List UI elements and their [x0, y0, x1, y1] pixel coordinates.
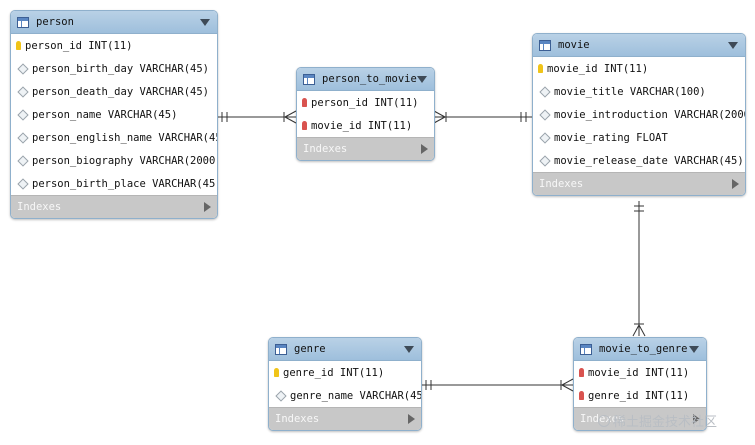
column-row[interactable]: person_death_day VARCHAR(45) [11, 80, 217, 103]
table-header[interactable]: movie [533, 34, 745, 57]
column-label: person_biography VARCHAR(2000) [32, 154, 218, 167]
table-icon [17, 16, 29, 28]
column-row[interactable]: movie_id INT(11) [297, 114, 434, 137]
foreign-key-icon [302, 121, 307, 130]
primary-key-icon [274, 368, 279, 377]
column-diamond-icon [539, 131, 551, 144]
foreign-key-icon [579, 368, 584, 377]
indexes-bar[interactable]: Indexes [269, 407, 421, 430]
table-title: person_to_movie [322, 73, 417, 85]
column-label: movie_title VARCHAR(100) [554, 85, 706, 98]
table-movie-to-genre[interactable]: movie_to_genre movie_id INT(11) genre_id… [573, 337, 707, 431]
expand-arrow-icon[interactable] [732, 179, 739, 189]
column-row[interactable]: genre_id INT(11) [269, 361, 421, 384]
indexes-label: Indexes [539, 178, 584, 190]
table-title: movie_to_genre [599, 343, 688, 355]
watermark: 稀土掘金技术社区 [598, 411, 717, 430]
expand-arrow-icon[interactable] [693, 414, 700, 424]
column-diamond-icon [17, 108, 29, 121]
column-label: genre_id INT(11) [283, 366, 385, 379]
indexes-label: Indexes [17, 201, 62, 213]
column-label: person_birth_day VARCHAR(45) [32, 62, 210, 75]
expand-arrow-icon[interactable] [408, 414, 415, 424]
column-row[interactable]: person_birth_place VARCHAR(45) [11, 172, 217, 195]
table-header[interactable]: person [11, 11, 217, 34]
column-row[interactable]: person_biography VARCHAR(2000) [11, 149, 217, 172]
column-row[interactable]: person_name VARCHAR(45) [11, 103, 217, 126]
indexes-label: Indexes [275, 413, 320, 425]
column-label: person_id INT(11) [311, 96, 419, 109]
column-row[interactable]: movie_rating FLOAT [533, 126, 745, 149]
column-row[interactable]: movie_introduction VARCHAR(2000) [533, 103, 745, 126]
column-label: movie_introduction VARCHAR(2000) [554, 108, 746, 121]
column-diamond-icon [17, 177, 29, 190]
column-diamond-icon [17, 131, 29, 144]
indexes-bar[interactable]: Indexes [11, 195, 217, 218]
table-person[interactable]: person person_id INT(11) person_birth_da… [10, 10, 218, 219]
collapse-arrow-icon[interactable] [200, 18, 210, 26]
column-label: genre_name VARCHAR(45) [290, 389, 422, 402]
column-label: movie_release_date VARCHAR(45) [554, 154, 744, 167]
column-row[interactable]: person_id INT(11) [297, 91, 434, 114]
expand-arrow-icon[interactable] [421, 144, 428, 154]
collapse-arrow-icon[interactable] [417, 75, 427, 83]
indexes-label: Indexes [303, 143, 348, 155]
column-diamond-icon [539, 154, 551, 167]
column-row[interactable]: movie_release_date VARCHAR(45) [533, 149, 745, 172]
table-title: person [36, 16, 74, 28]
table-icon [539, 39, 551, 51]
collapse-arrow-icon[interactable] [689, 345, 699, 353]
column-label: person_english_name VARCHAR(45) [32, 131, 218, 144]
column-diamond-icon [17, 85, 29, 98]
table-title: genre [294, 343, 326, 355]
column-diamond-icon [539, 108, 551, 121]
column-label: movie_id INT(11) [311, 119, 413, 132]
column-diamond-icon [275, 389, 287, 402]
foreign-key-icon [302, 98, 307, 107]
table-genre[interactable]: genre genre_id INT(11) genre_name VARCHA… [268, 337, 422, 431]
column-row[interactable]: movie_title VARCHAR(100) [533, 80, 745, 103]
column-label: person_name VARCHAR(45) [32, 108, 178, 121]
table-title: movie [558, 39, 590, 51]
indexes-bar[interactable]: Indexes [297, 137, 434, 160]
column-diamond-icon [539, 85, 551, 98]
column-label: movie_id INT(11) [588, 366, 690, 379]
column-row[interactable]: person_birth_day VARCHAR(45) [11, 57, 217, 80]
table-icon [580, 343, 592, 355]
column-row[interactable]: movie_id INT(11) [533, 57, 745, 80]
column-diamond-icon [17, 62, 29, 75]
table-header[interactable]: genre [269, 338, 421, 361]
column-label: genre_id INT(11) [588, 389, 690, 402]
column-label: movie_rating FLOAT [554, 131, 668, 144]
primary-key-icon [538, 64, 543, 73]
column-row[interactable]: person_english_name VARCHAR(45) [11, 126, 217, 149]
watermark-text: 稀土掘金技术社区 [613, 415, 718, 430]
table-icon [303, 73, 315, 85]
table-header[interactable]: movie_to_genre [574, 338, 706, 361]
collapse-arrow-icon[interactable] [404, 345, 414, 353]
foreign-key-icon [579, 391, 584, 400]
table-movie[interactable]: movie movie_id INT(11) movie_title VARCH… [532, 33, 746, 196]
column-row[interactable]: person_id INT(11) [11, 34, 217, 57]
indexes-bar[interactable]: Indexes [533, 172, 745, 195]
table-header[interactable]: person_to_movie [297, 68, 434, 91]
primary-key-icon [16, 41, 21, 50]
column-row[interactable]: movie_id INT(11) [574, 361, 706, 384]
collapse-arrow-icon[interactable] [728, 41, 738, 49]
column-diamond-icon [17, 154, 29, 167]
expand-arrow-icon[interactable] [204, 202, 211, 212]
table-icon [275, 343, 287, 355]
juejin-logo-icon [598, 414, 610, 427]
column-label: person_id INT(11) [25, 39, 133, 52]
table-person-to-movie[interactable]: person_to_movie person_id INT(11) movie_… [296, 67, 435, 161]
column-row[interactable]: genre_id INT(11) [574, 384, 706, 407]
column-label: movie_id INT(11) [547, 62, 649, 75]
column-label: person_death_day VARCHAR(45) [32, 85, 210, 98]
column-label: person_birth_place VARCHAR(45) [32, 177, 218, 190]
column-row[interactable]: genre_name VARCHAR(45) [269, 384, 421, 407]
